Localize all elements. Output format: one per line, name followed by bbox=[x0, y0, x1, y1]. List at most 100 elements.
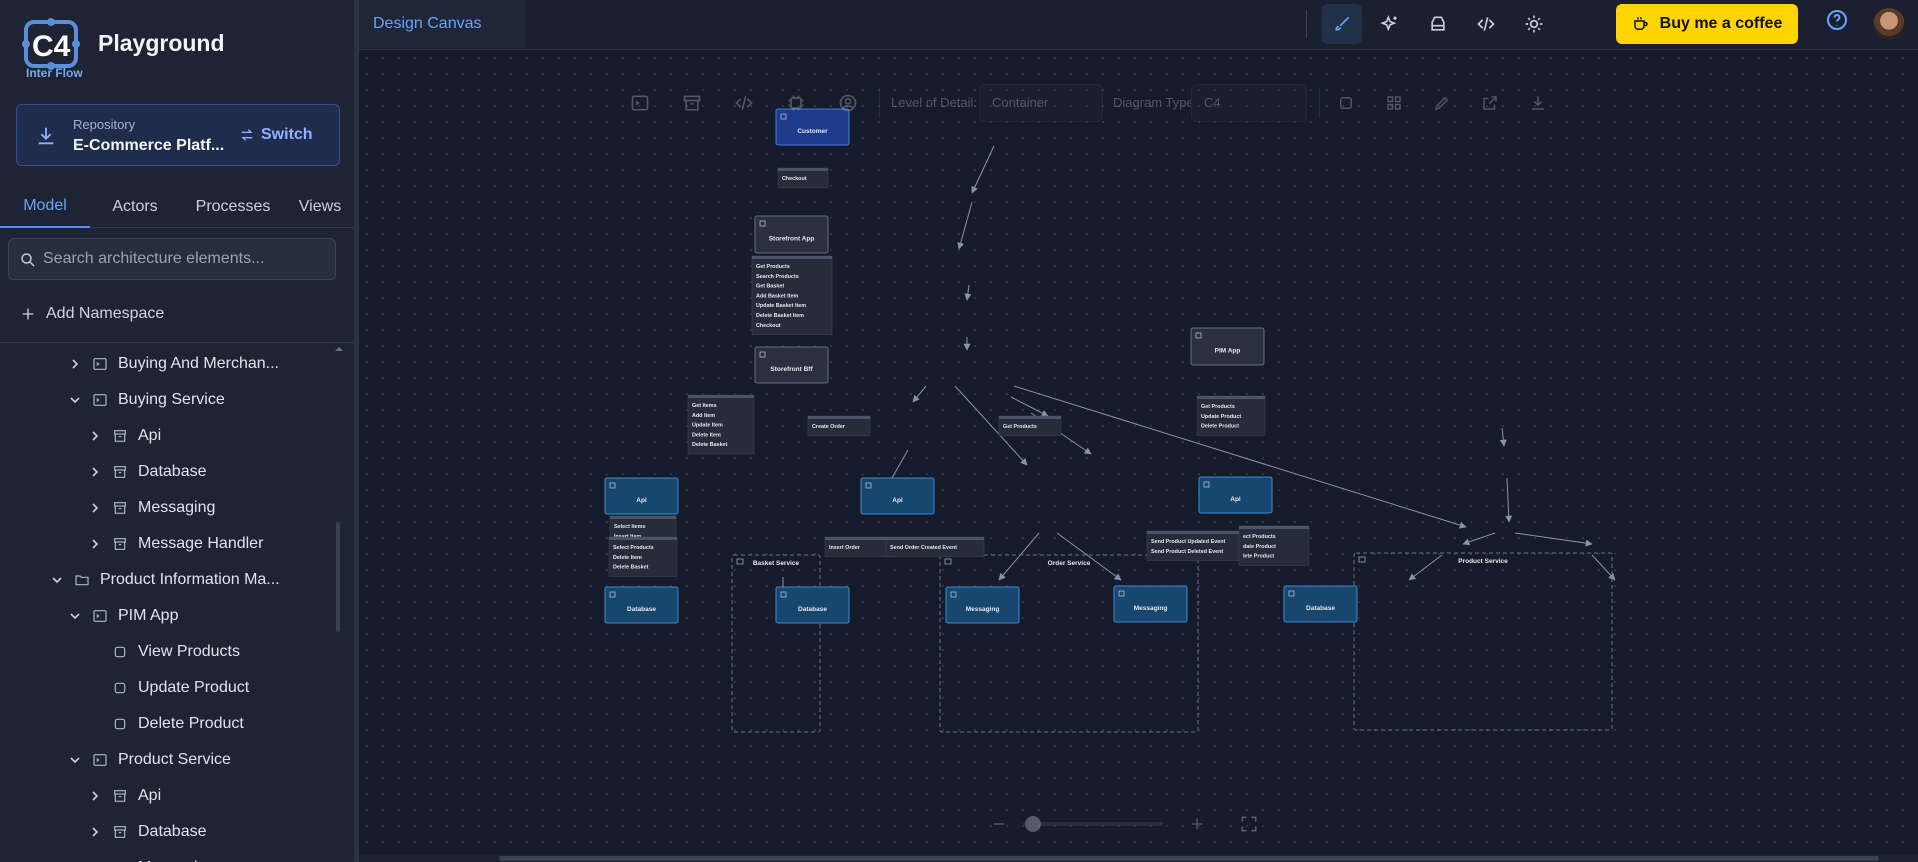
tree-item[interactable]: Database bbox=[88, 454, 207, 490]
canvas-horizontal-scrollbar[interactable] bbox=[359, 855, 1918, 862]
help-icon[interactable] bbox=[1825, 8, 1849, 32]
tab-design-canvas[interactable]: Design Canvas bbox=[359, 0, 525, 48]
relationship-label-box[interactable] bbox=[1146, 530, 1248, 561]
repository-card: Repository E-Commerce Platf... Switch bbox=[16, 104, 340, 166]
diagram-node[interactable] bbox=[754, 215, 829, 254]
fit-view-icon[interactable] bbox=[1239, 814, 1259, 834]
scroll-up-icon[interactable] bbox=[334, 344, 344, 354]
tree-item[interactable]: Message Handler bbox=[88, 526, 263, 562]
diagram-node[interactable] bbox=[604, 586, 679, 624]
coffee-icon bbox=[1633, 17, 1648, 30]
chevron-right-icon[interactable] bbox=[88, 789, 102, 803]
theme-toggle-button[interactable] bbox=[1514, 4, 1554, 44]
tree-item-label: Update Product bbox=[138, 679, 250, 696]
relationship-label-box[interactable] bbox=[687, 394, 755, 455]
relationship-label-header bbox=[999, 416, 1061, 419]
sidebar-scrollbar[interactable] bbox=[336, 522, 340, 632]
tab-actors[interactable]: Actors bbox=[112, 198, 158, 215]
diagram-node[interactable] bbox=[604, 477, 679, 515]
chevron-down-icon[interactable] bbox=[68, 753, 82, 767]
tree-item[interactable]: Database bbox=[88, 814, 207, 850]
edit-button[interactable] bbox=[1427, 88, 1457, 118]
terminal-button[interactable] bbox=[625, 88, 655, 118]
relationship-label: Delete Item bbox=[613, 555, 642, 561]
diagram-node[interactable] bbox=[1198, 476, 1273, 514]
search-input[interactable] bbox=[43, 247, 323, 271]
relationship-label-box[interactable] bbox=[751, 255, 833, 335]
code-button[interactable] bbox=[1466, 4, 1506, 44]
chevron-down-icon[interactable] bbox=[50, 573, 64, 587]
tree-item[interactable]: PIM App bbox=[68, 598, 178, 634]
tree-item-label: Api bbox=[138, 427, 162, 444]
scrollbar-thumb[interactable] bbox=[499, 856, 1879, 861]
node-label: Storefront Bff bbox=[770, 366, 813, 373]
group-title: Basket Service bbox=[753, 560, 800, 567]
tab-processes[interactable]: Processes bbox=[195, 198, 271, 215]
person-button[interactable] bbox=[833, 88, 863, 118]
diagram-node[interactable] bbox=[775, 586, 850, 624]
diagram-node[interactable] bbox=[860, 477, 935, 515]
relationship-label-box[interactable] bbox=[1196, 395, 1266, 436]
add-namespace-button[interactable]: Add Namespace bbox=[20, 300, 164, 328]
database-button[interactable] bbox=[1418, 4, 1458, 44]
relationship-label: Add Item bbox=[692, 413, 715, 419]
diagram-type-select[interactable]: C4 bbox=[1191, 84, 1307, 122]
node-label: Api bbox=[1230, 496, 1241, 503]
relationship-label-box[interactable] bbox=[1238, 525, 1310, 566]
avatar[interactable] bbox=[1873, 8, 1905, 40]
tree-item[interactable]: Api bbox=[88, 418, 161, 454]
zoom-slider[interactable] bbox=[1023, 822, 1163, 826]
relationship-label-box[interactable] bbox=[608, 536, 678, 577]
component-button[interactable] bbox=[781, 88, 811, 118]
tree-item[interactable]: Messaging bbox=[88, 490, 215, 526]
switch-repository-button[interactable]: Switch bbox=[239, 119, 329, 151]
sidebar-resize-handle[interactable] bbox=[354, 0, 359, 862]
diagram-node[interactable] bbox=[754, 346, 829, 384]
tree-item[interactable]: Buying Service bbox=[68, 382, 225, 418]
tree-item[interactable]: Product Service bbox=[68, 742, 231, 778]
node-type-icon bbox=[950, 591, 957, 598]
diagram-node[interactable] bbox=[1113, 585, 1188, 623]
diagram-node[interactable] bbox=[1190, 327, 1265, 366]
tree-item[interactable]: Update Product bbox=[112, 670, 249, 706]
chevron-right-icon[interactable] bbox=[88, 501, 102, 515]
sparkles-button[interactable] bbox=[1370, 4, 1410, 44]
diagram-node[interactable] bbox=[1283, 585, 1358, 623]
zoom-in-icon[interactable] bbox=[1189, 816, 1205, 832]
code-view-button[interactable] bbox=[729, 88, 759, 118]
tab-views[interactable]: Views bbox=[298, 198, 342, 215]
tree-item[interactable]: Messaging bbox=[88, 850, 215, 862]
group-title: Product Service bbox=[1458, 558, 1508, 565]
brush-button[interactable] bbox=[1322, 4, 1362, 44]
brand: C4 Inter Flow Playground bbox=[20, 10, 350, 80]
relationship-label-header bbox=[808, 416, 870, 419]
grid-button[interactable] bbox=[1379, 88, 1409, 118]
tree-item[interactable]: Delete Product bbox=[112, 706, 244, 742]
level-of-detail-select[interactable]: Container bbox=[979, 84, 1103, 122]
diagram-node[interactable] bbox=[775, 108, 850, 146]
download-button[interactable] bbox=[1523, 88, 1553, 118]
node-type-icon bbox=[1203, 481, 1210, 488]
chevron-right-icon[interactable] bbox=[68, 357, 82, 371]
chevron-right-icon[interactable] bbox=[88, 429, 102, 443]
archive-button[interactable] bbox=[677, 88, 707, 118]
chevron-down-icon[interactable] bbox=[68, 393, 82, 407]
zoom-slider-handle[interactable] bbox=[1025, 816, 1041, 832]
node-type-icon bbox=[759, 220, 766, 227]
tree-item[interactable]: Buying And Merchan... bbox=[68, 346, 279, 382]
tree-item[interactable]: Api bbox=[88, 778, 161, 814]
chevron-right-icon[interactable] bbox=[88, 825, 102, 839]
tree-item[interactable]: View Products bbox=[112, 634, 240, 670]
open-external-button[interactable] bbox=[1475, 88, 1505, 118]
chevron-down-icon[interactable] bbox=[68, 609, 82, 623]
square-button[interactable] bbox=[1331, 88, 1361, 118]
chevron-right-icon[interactable] bbox=[88, 537, 102, 551]
zoom-out-icon[interactable] bbox=[991, 816, 1007, 832]
tab-model[interactable]: Model bbox=[0, 186, 90, 228]
tree-item[interactable]: Product Information Ma... bbox=[50, 562, 280, 598]
diagram-node[interactable] bbox=[945, 586, 1020, 624]
buy-me-a-coffee-button[interactable]: Buy me a coffee bbox=[1616, 4, 1798, 44]
node-label: Messaging bbox=[966, 606, 1000, 613]
chevron-right-icon[interactable] bbox=[88, 465, 102, 479]
